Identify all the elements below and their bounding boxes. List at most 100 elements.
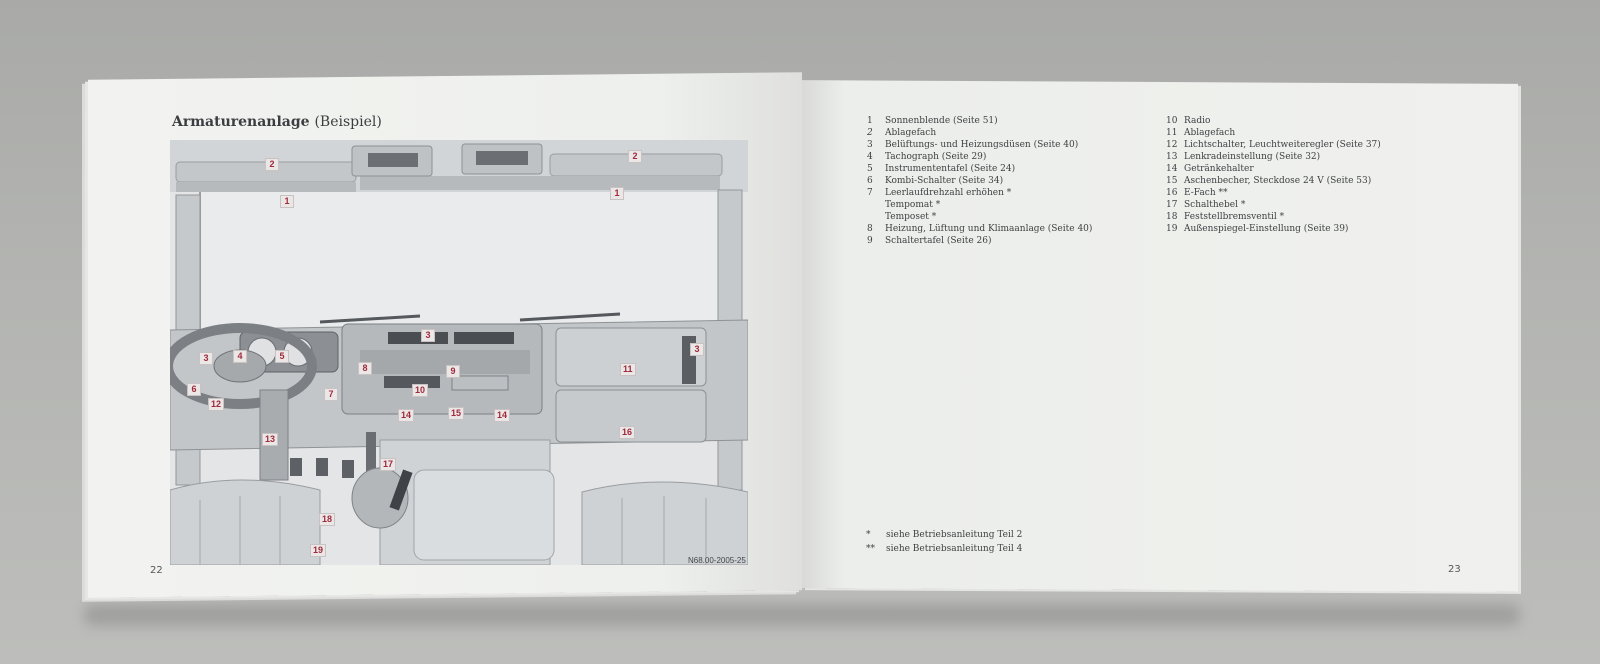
- legend-text: Außenspiegel-Einstellung (Seite 39): [1184, 224, 1349, 234]
- legend-number: 17: [1166, 200, 1178, 210]
- legend-item: 19 Außenspiegel-Einstellung (Seite 39): [1166, 223, 1381, 235]
- legend-number: 13: [1166, 152, 1178, 162]
- legend-text: Leerlaufdrehzahl erhöhen *: [885, 188, 1012, 198]
- legend-item: 10 Radio: [1166, 115, 1381, 127]
- legend-number: 14: [1166, 164, 1178, 174]
- footnote-mark: *: [866, 530, 871, 540]
- callout-13: 13: [262, 433, 279, 446]
- callout-11: 11: [620, 363, 636, 376]
- legend-text: Ablagefach: [885, 128, 937, 138]
- callout-3-left: 3: [199, 352, 213, 365]
- footnote-mark: **: [866, 544, 875, 554]
- callout-4: 4: [233, 350, 247, 363]
- legend-item: 17 Schalthebel *: [1166, 199, 1381, 211]
- callout-17: 17: [380, 458, 397, 471]
- legend-column-right: 10 Radio 11 Ablagefach 12 Lichtschalter, Le…: [1166, 115, 1381, 235]
- footnote: ** siehe Betriebsanleitung Teil 4: [866, 542, 1022, 556]
- callout-3-center: 3: [421, 329, 435, 342]
- legend-item: 18 Feststellbremsventil *: [1166, 211, 1381, 223]
- legend-item: 3 Belüftungs- und Heizungsdüsen (Seite 40…: [867, 139, 1092, 151]
- legend-text: Schalthebel *: [1184, 200, 1246, 210]
- legend-number: 10: [1166, 116, 1178, 126]
- legend-text: Heizung, Lüftung und Klimaanlage (Seite …: [885, 224, 1093, 234]
- callout-18: 18: [319, 513, 336, 526]
- dashboard-drawing: [170, 140, 748, 565]
- legend-number: 8: [867, 224, 873, 234]
- legend-item: 9 Schaltertafel (Seite 26): [867, 235, 1092, 247]
- legend-number: 18: [1166, 212, 1178, 222]
- page-title-suffix: (Beispiel): [314, 114, 382, 130]
- callout-8: 8: [358, 362, 372, 375]
- dashboard-illustration: [170, 140, 748, 565]
- callout-10: 10: [412, 384, 429, 397]
- legend-item: 7 Leerlaufdrehzahl erhöhen *: [867, 187, 1092, 199]
- legend-number: [867, 199, 885, 211]
- callout-12: 12: [208, 398, 225, 411]
- legend-number: 7: [867, 188, 873, 198]
- legend-text: Temposet *: [885, 212, 937, 222]
- legend-number: 11: [1166, 128, 1178, 138]
- legend-item: 6 Kombi-Schalter (Seite 34): [867, 175, 1092, 187]
- legend-text: Getränkehalter: [1184, 164, 1254, 174]
- legend-item: 2 Ablagefach: [867, 127, 1092, 139]
- legend-text: Kombi-Schalter (Seite 34): [885, 176, 1004, 186]
- callout-1-left: 1: [280, 195, 294, 208]
- legend-number: 19: [1166, 224, 1178, 234]
- legend-item: 8 Heizung, Lüftung und Klimaanlage (Seite…: [867, 223, 1092, 235]
- legend-item: 12 Lichtschalter, Leuchtweiteregler (Seit…: [1166, 139, 1381, 151]
- footnote-text: siehe Betriebsanleitung Teil 4: [886, 544, 1023, 554]
- legend-item: 13 Lenkradeinstellung (Seite 32): [1166, 151, 1381, 163]
- legend-number: 9: [867, 236, 873, 246]
- legend-item: 1 Sonnenblende (Seite 51): [867, 115, 1092, 127]
- legend-text: Aschenbecher, Steckdose 24 V (Seite 53): [1184, 176, 1372, 186]
- legend-number: 12: [1166, 140, 1178, 150]
- legend-column-left: 1 Sonnenblende (Seite 51) 2 Ablagefach 3 Be…: [867, 115, 1092, 247]
- legend-number: 2: [867, 128, 873, 138]
- legend-number: [867, 211, 885, 223]
- legend-text: Tempomat *: [885, 200, 941, 210]
- legend-text: Belüftungs- und Heizungsdüsen (Seite 40): [885, 140, 1079, 150]
- page-title-main: Armaturenanlage: [172, 114, 310, 130]
- footnote: * siehe Betriebsanleitung Teil 2: [866, 528, 1022, 542]
- page-title: Armaturenanlage (Beispiel): [172, 114, 382, 130]
- callout-7: 7: [324, 388, 338, 401]
- callout-5: 5: [275, 350, 289, 363]
- page-number-right: 23: [1448, 564, 1461, 575]
- legend-number: 3: [867, 140, 873, 150]
- legend-item: 11 Ablagefach: [1166, 127, 1381, 139]
- callout-1-right: 1: [610, 187, 624, 200]
- callout-2-right: 2: [628, 150, 642, 163]
- figure-code: N68.00-2005-25: [688, 556, 746, 565]
- callout-14-right: 14: [494, 409, 511, 422]
- legend-text: E-Fach **: [1184, 188, 1228, 198]
- legend-text: Feststellbremsventil *: [1184, 212, 1285, 222]
- callout-16: 16: [619, 426, 636, 439]
- legend-text: Ablagefach: [1184, 128, 1236, 138]
- legend-text: Radio: [1184, 116, 1211, 126]
- footnotes: * siehe Betriebsanleitung Teil 2 ** siehe …: [866, 528, 1022, 556]
- legend-number: 1: [867, 116, 873, 126]
- legend-number: 6: [867, 176, 873, 186]
- legend-number: 15: [1166, 176, 1178, 186]
- legend-number: 5: [867, 164, 873, 174]
- callout-19: 19: [310, 544, 327, 557]
- callout-15: 15: [448, 407, 465, 420]
- callout-9: 9: [446, 365, 460, 378]
- footnote-text: siehe Betriebsanleitung Teil 2: [886, 530, 1023, 540]
- page-number-left: 22: [150, 565, 163, 576]
- legend-item: Tempomat *: [867, 199, 1092, 211]
- legend-text: Sonnenblende (Seite 51): [885, 116, 998, 126]
- callout-2-left: 2: [265, 158, 279, 171]
- callout-6: 6: [187, 383, 201, 396]
- book-shadow: [84, 604, 1520, 626]
- legend-text: Lenkradeinstellung (Seite 32): [1184, 152, 1321, 162]
- legend-item: 15 Aschenbecher, Steckdose 24 V (Seite 53…: [1166, 175, 1381, 187]
- legend-text: Lichtschalter, Leuchtweiteregler (Seite …: [1184, 140, 1381, 150]
- legend-item: 14 Getränkehalter: [1166, 163, 1381, 175]
- legend-item: Temposet *: [867, 211, 1092, 223]
- callout-3-right: 3: [690, 343, 704, 356]
- legend-text: Schaltertafel (Seite 26): [885, 236, 992, 246]
